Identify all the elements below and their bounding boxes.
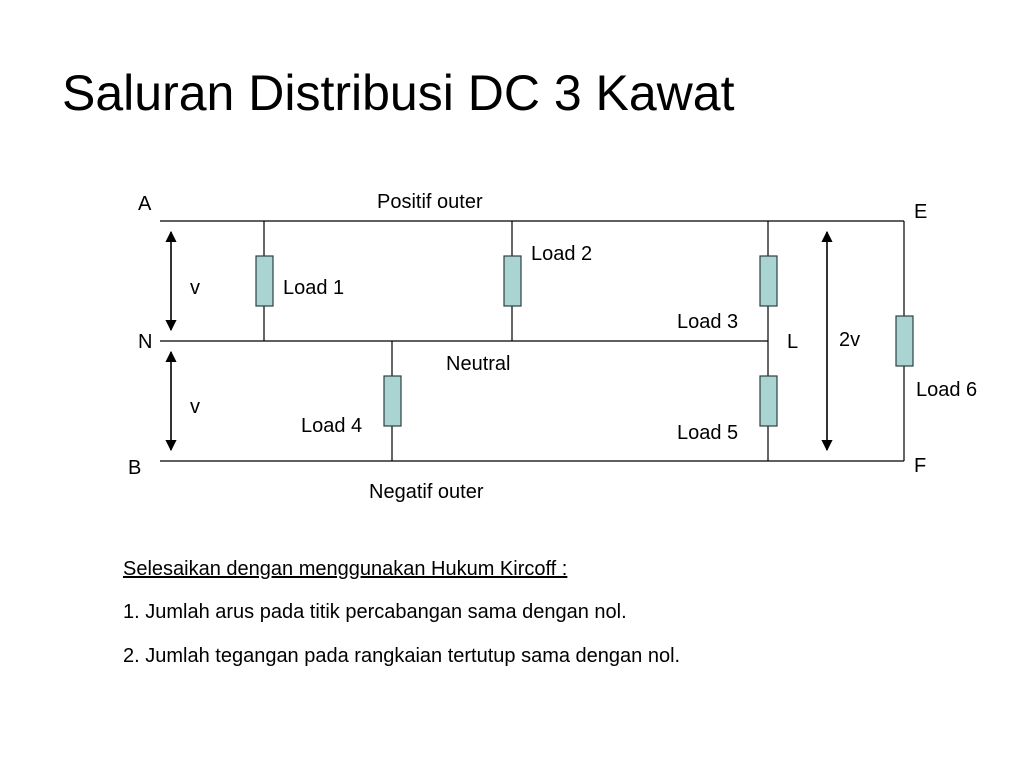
instructions-block: Selesaikan dengan menggunakan Hukum Kirc… (123, 557, 680, 668)
instruction-item-2: 2. Jumlah tegangan pada rangkaian tertut… (123, 645, 681, 667)
neutral-label: Neutral (446, 353, 510, 375)
load-5-resistor (759, 375, 778, 427)
node-e-label: E (914, 201, 927, 223)
node-l-label: L (787, 331, 798, 353)
lower-voltage-label: v (190, 396, 200, 418)
load-2-resistor (503, 255, 522, 307)
load-5-label: Load 5 (677, 422, 738, 444)
negative-outer-label: Negatif outer (369, 481, 484, 503)
load-6-label: Load 6 (916, 379, 977, 401)
upper-voltage-label: v (190, 277, 200, 299)
load-1-resistor (255, 255, 274, 307)
node-f-label: F (914, 455, 926, 477)
load-4-resistor (383, 375, 402, 427)
load-1-label: Load 1 (283, 277, 344, 299)
node-a-label: A (138, 193, 152, 215)
instruction-item-1: 1. Jumlah arus pada titik percabangan sa… (123, 601, 627, 623)
load-4-label: Load 4 (301, 415, 362, 437)
positive-outer-label: Positif outer (377, 191, 483, 213)
instructions-heading: Selesaikan dengan menggunakan Hukum Kirc… (123, 558, 568, 580)
node-b-label: B (128, 457, 141, 479)
load-3-label: Load 3 (677, 311, 738, 333)
total-voltage-label: 2v (839, 329, 860, 351)
load-2-label: Load 2 (531, 243, 592, 265)
load-6-resistor (895, 315, 914, 367)
load-3-resistor (759, 255, 778, 307)
node-n-label: N (138, 331, 152, 353)
slide-title: Saluran Distribusi DC 3 Kawat (62, 65, 735, 121)
